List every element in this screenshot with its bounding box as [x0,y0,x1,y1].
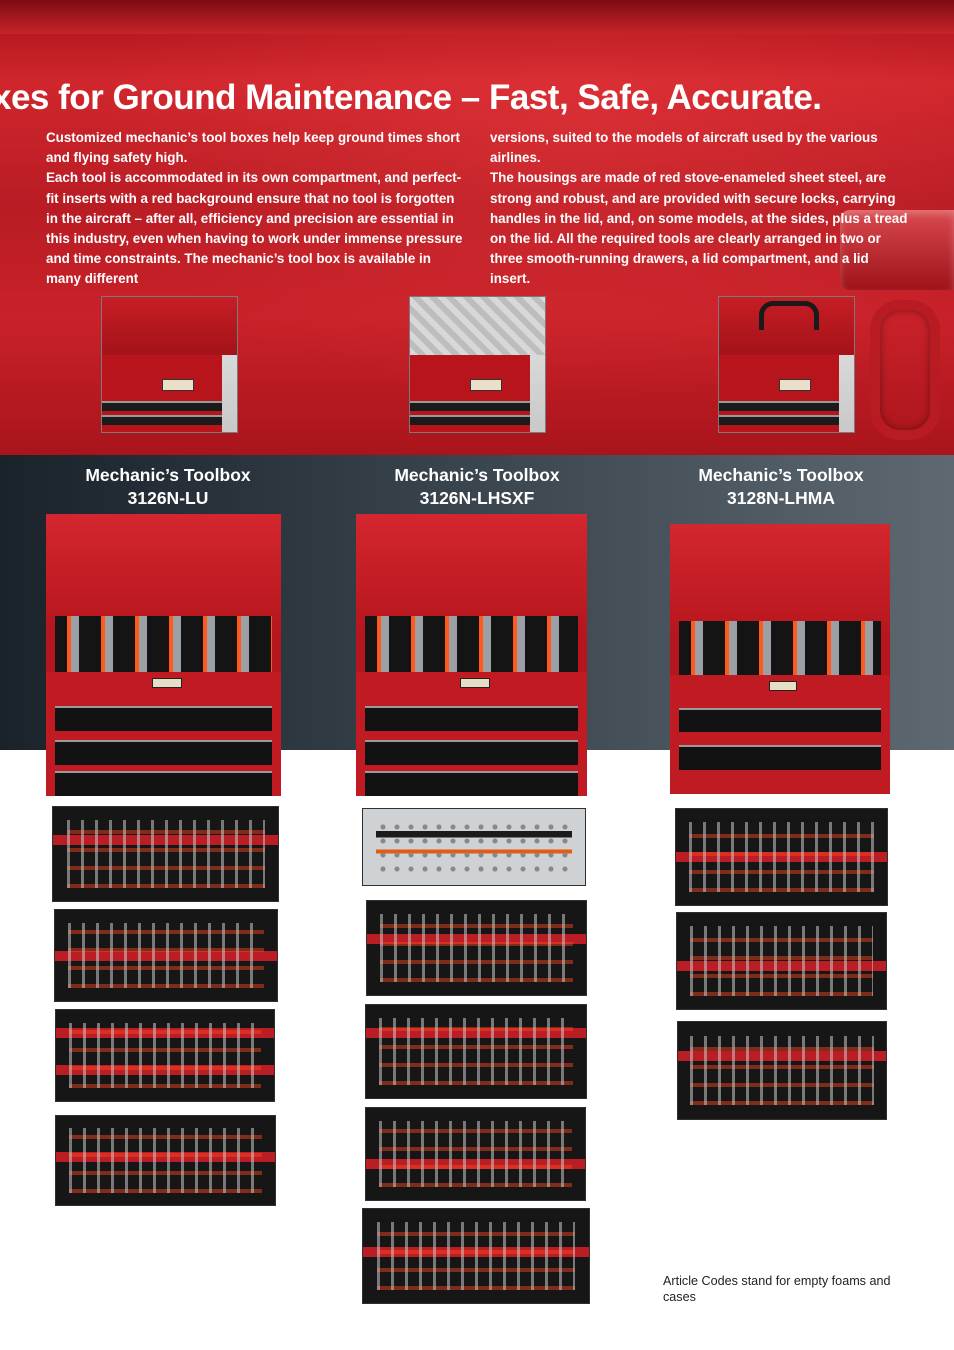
product-title: Mechanic’s Toolbox 3126N-LU [48,464,288,510]
toolbox-detail-photo [718,296,855,433]
tool-insert-photo [55,1115,276,1206]
intro-paragraph: The housings are made of red stove-ename… [490,170,908,287]
brand-plate [470,379,502,391]
brand-plate [769,680,798,691]
toolbox-lid-edge [0,0,954,34]
product-title: Mechanic’s Toolbox 3126N-LHSXF [357,464,597,510]
product-code: 3126N-LHSXF [419,488,535,508]
tool-insert-photo [366,900,587,996]
tool-insert-photo [675,808,888,906]
tool-insert-photo [676,912,887,1010]
intro-paragraph: Each tool is accommodated in its own com… [46,170,463,287]
intro-column-left: Customized mechanic’s tool boxes help ke… [46,128,466,290]
tool-insert-photo [362,1208,590,1304]
tool-insert-photo [365,1107,586,1201]
page-title: xes for Ground Maintenance – Fast, Safe,… [0,78,822,117]
intro-paragraph: Customized mechanic’s tool boxes help ke… [46,130,460,166]
intro-column-right: versions, suited to the models of aircra… [490,128,910,290]
tool-insert-photo [677,1021,887,1120]
product-code: 3126N-LU [127,488,209,508]
toolbox-side-handle [870,300,940,440]
toolbox-photo [46,514,281,796]
toolbox-photo [670,524,890,794]
tool-insert-photo [365,1004,587,1099]
toolbox-detail-photo [409,296,546,433]
product-code: 3128N-LHMA [727,488,835,508]
carry-handle [759,301,819,330]
product-name: Mechanic’s Toolbox [85,465,251,485]
product-title: Mechanic’s Toolbox 3128N-LHMA [661,464,901,510]
brand-plate [459,677,490,688]
brand-plate [151,677,182,688]
product-name: Mechanic’s Toolbox [698,465,864,485]
toolbox-photo [356,514,587,796]
footnote: Article Codes stand for empty foams and … [663,1274,891,1304]
brand-plate [779,379,811,391]
toolbox-hinge [840,210,954,290]
product-name: Mechanic’s Toolbox [394,465,560,485]
tool-panel-photo [362,808,586,886]
tool-insert-photo [52,806,279,902]
toolbox-detail-photo [101,296,238,433]
tool-insert-photo [54,909,278,1002]
brand-plate [162,379,194,391]
intro-paragraph: versions, suited to the models of aircra… [490,130,878,166]
tool-insert-photo [55,1009,275,1102]
